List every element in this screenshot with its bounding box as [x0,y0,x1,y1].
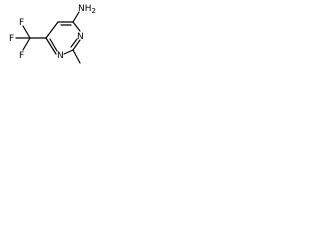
fluorine-top: F [19,18,24,28]
amine-nh: NH [78,4,92,14]
ring-nitrogen-top: N [77,32,84,42]
double-bond-n3-c2 [70,38,78,48]
fluorine-bottom: F [19,51,24,61]
bond-c2-methyl [72,49,81,64]
amine-label: NH2 [78,4,96,15]
bond-cf3-f-top [22,25,31,39]
bond-c4-nh2 [72,11,80,23]
bond-n3-c2 [72,39,81,51]
bond-n1-c6 [45,37,57,55]
structure-diagram: NH2 N N F F F [0,0,107,77]
bond-c2-n1 [63,49,74,55]
ring-nitrogen-bottom: N [57,51,64,61]
double-bond-c6-n1 [49,38,58,52]
bond-c4-n3 [72,21,81,32]
bond-cf3-f-bottom [22,37,31,51]
fluorine-left: F [9,34,14,44]
amine-subscript: 2 [92,7,96,15]
molecule-svg: NH2 N N F F F [9,4,96,64]
bond-c6-c5 [45,21,59,39]
